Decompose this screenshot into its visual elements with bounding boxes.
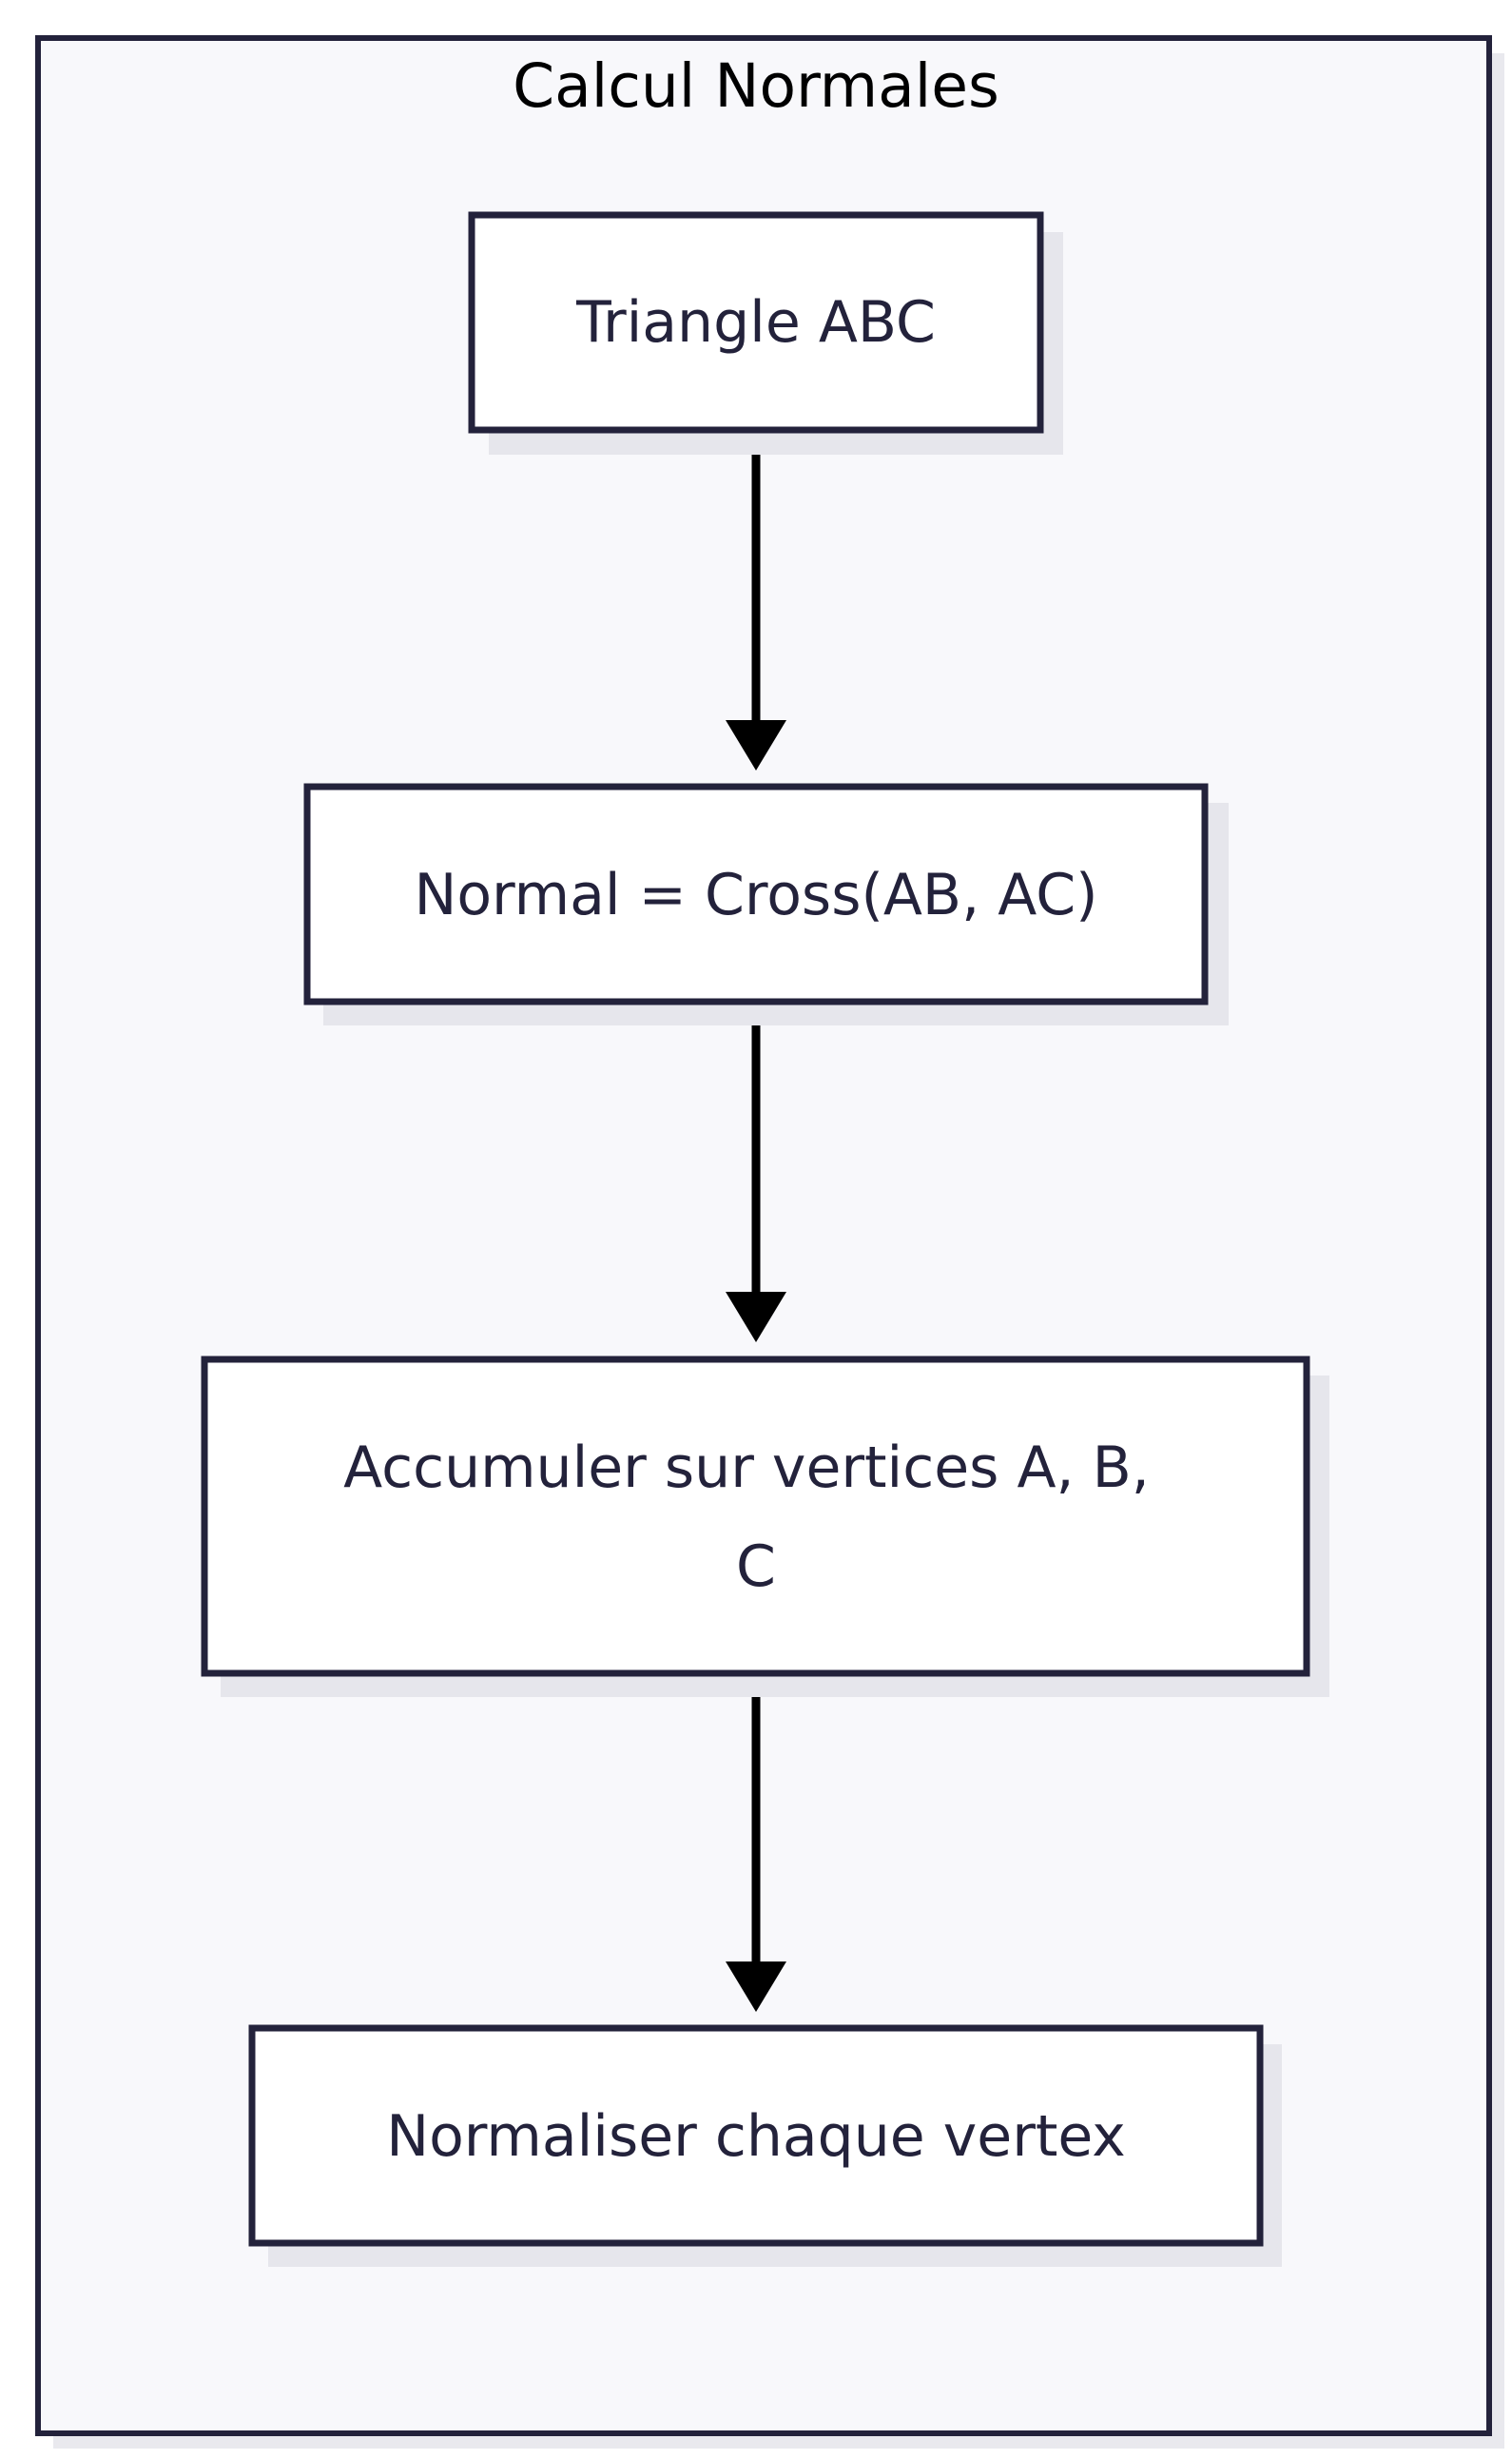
node-label: Accumuler sur vertices A, B, [343,1434,1150,1501]
node-label: Normal = Cross(AB, AC) [414,862,1097,928]
node-box [303,783,1209,1005]
arrowhead-icon [726,1961,786,2012]
node-box [248,2024,1264,2247]
edge-accumuler-to-normaliser [726,1674,786,2012]
edge-triangle-to-normal [726,431,786,771]
node-accumuler-vertices: Accumuler sur vertices A, B, C [201,1356,1329,1697]
arrowhead-icon [726,720,786,771]
node-label: Normaliser chaque vertex [386,2103,1126,2170]
node-normal-cross: Normal = Cross(AB, AC) [303,783,1229,1025]
cluster-title: Calcul Normales [513,51,999,121]
node-label: Triangle ABC [575,289,936,356]
arrowhead-icon [726,1292,786,1342]
node-box [468,211,1044,434]
node-box [201,1356,1310,1677]
edge-normal-to-accumuler [726,1003,786,1342]
node-label: C [736,1533,776,1600]
node-normaliser-vertex: Normaliser chaque vertex [248,2024,1282,2267]
node-triangle-abc: Triangle ABC [468,211,1063,455]
